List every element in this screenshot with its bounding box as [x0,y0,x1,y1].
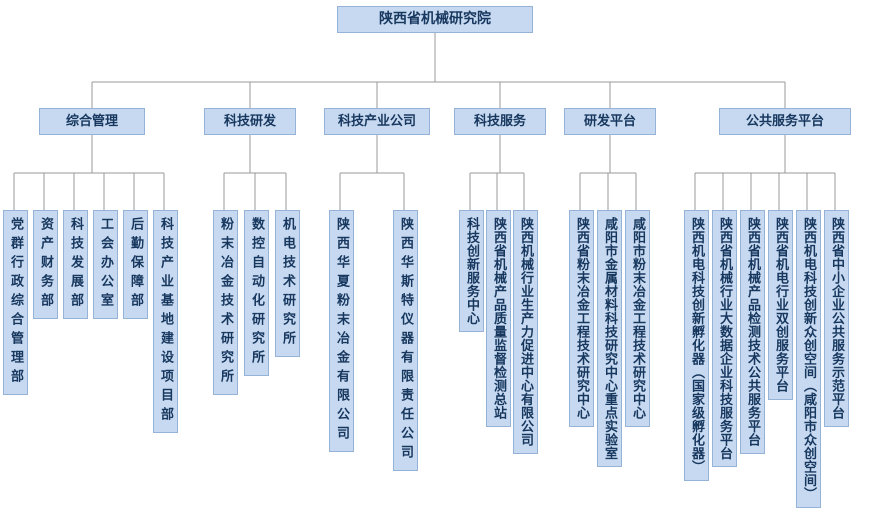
org-node: 咸阳市粉末冶金工程技术研究中心 [625,210,650,427]
org-node: 陕西省机电行业双创服务平台 [768,210,793,400]
org-node: 陕西省机械产品检测技术公共服务平台 [740,210,765,454]
org-node: 陕西省机械行业大数据企业科技服务平台 [712,210,737,467]
org-node: 陕西省中小企业公共服务示范平台 [824,210,849,427]
org-node: 粉末冶金技术研究所 [213,210,238,395]
org-node: 陕西华夏粉末冶金有限公司 [329,210,354,452]
branch-node-general-management: 综合管理 [39,108,145,135]
root-node: 陕西省机械研究院 [337,6,533,33]
org-node: 后勤保障部 [123,210,148,319]
org-node: 陕西华斯特仪器有限责任公司 [393,210,418,471]
org-node: 陕西省粉末冶金工程技术研究中心 [569,210,594,427]
branch-node-tech-service: 科技服务 [454,108,546,135]
org-node: 机电技术研究所 [275,210,300,357]
org-node: 陕西机械行业生产力促进中心有限公司 [513,210,538,454]
org-node: 数控自动化研究所 [244,210,269,376]
org-node: 科技产业基地建设项目部 [153,210,178,433]
org-node: 科技发展部 [63,210,88,319]
branch-node-rnd: 科技研发 [204,108,296,135]
org-node: 陕西机电科技创新众创空间（咸阳市众创空间） [796,210,821,508]
org-node: 资产财务部 [33,210,58,319]
org-node: 党群行政综合管理部 [3,210,28,395]
org-node: 陕西省机械产品质量监督检测总站 [486,210,511,427]
org-node: 陕西机电科技创新孵化器（国家级孵化器） [684,210,709,481]
org-node: 科技创新服务中心 [459,210,484,332]
branch-node-public-service-platform: 公共服务平台 [719,108,851,135]
branch-node-rnd-platform: 研发平台 [564,108,656,135]
org-node: 工会办公室 [93,210,118,319]
org-node: 咸阳市金属材料科技研究中心重点实验室 [597,210,622,467]
branch-node-industry-company: 科技产业公司 [324,108,430,135]
